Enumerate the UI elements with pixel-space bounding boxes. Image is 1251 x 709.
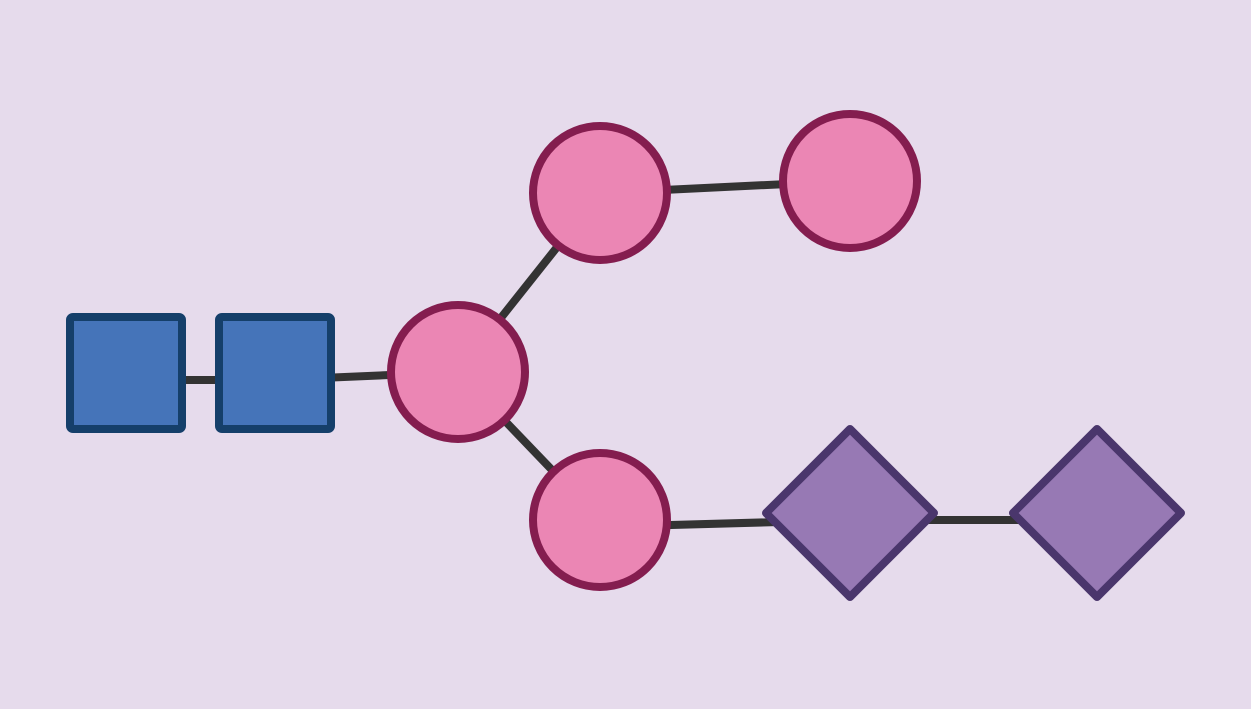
square-2-square-node xyxy=(215,313,335,433)
nodes-layer xyxy=(66,110,1185,601)
diamond-1-diamond-node xyxy=(762,425,938,601)
square-1-square-node xyxy=(66,313,186,433)
circle-upper-right-circle-node xyxy=(779,110,921,252)
circle-lower-circle-node xyxy=(529,449,671,591)
circle-center-circle-node xyxy=(387,301,529,443)
diamond-2-diamond-node xyxy=(1009,425,1185,601)
circle-upper-circle-node xyxy=(529,122,671,264)
